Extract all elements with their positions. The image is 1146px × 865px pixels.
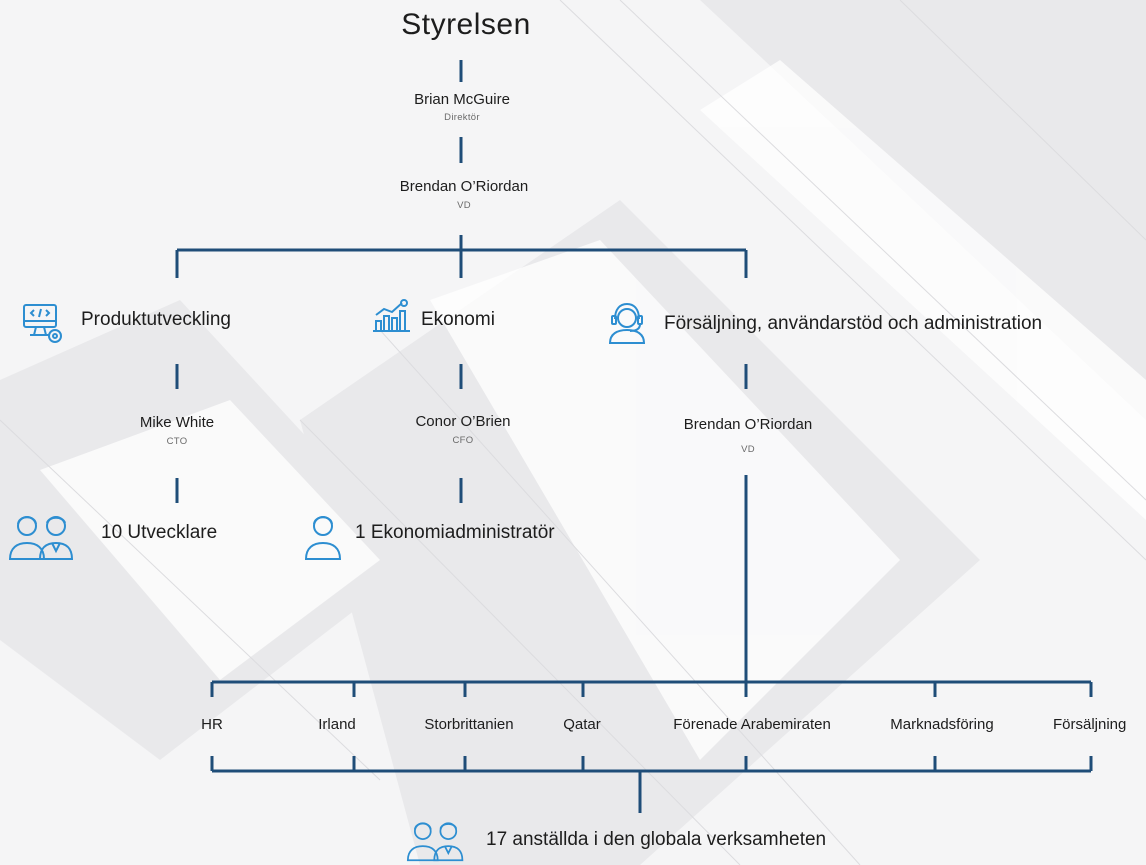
cfo-name: Conor O’Brien — [415, 413, 511, 430]
code-monitor-icon — [23, 304, 62, 343]
developer-count: 10 Utvecklare — [101, 522, 218, 543]
person-icon — [304, 516, 342, 560]
director-name: Brian McGuire — [414, 91, 510, 108]
unit-qatar: Qatar — [563, 716, 601, 733]
ceo-name: Brendan O’Riordan — [399, 178, 529, 195]
two-people-icon — [406, 822, 464, 862]
unit-forenade-arabemiraten: Förenade Arabemiraten — [673, 716, 831, 733]
two-people-icon — [8, 516, 74, 560]
headset-support-icon — [608, 302, 646, 344]
cto-name: Mike White — [139, 414, 215, 431]
department-label-sales: Försäljning, användarstöd och administra… — [664, 313, 1043, 334]
unit-hr: HR — [201, 716, 223, 733]
director-role: Direktör — [444, 112, 480, 123]
unit-marknadsforing: Marknadsföring — [890, 716, 994, 733]
global-staff-count: 17 anställda i den globala verksamheten — [486, 829, 827, 850]
unit-storbrittanien: Storbrittanien — [424, 716, 514, 733]
department-label-finance: Ekonomi — [421, 309, 495, 330]
cto-role: CTO — [166, 436, 188, 447]
board-title: Styrelsen — [401, 8, 531, 41]
unit-irland: Irland — [318, 716, 356, 733]
unit-forsaljning: Försäljning — [1053, 716, 1127, 733]
finance-chart-icon — [373, 299, 410, 332]
cfo-role: CFO — [452, 435, 474, 446]
department-label-product: Produktutveckling — [81, 309, 231, 330]
finance-admin-count: 1 Ekonomiadministratör — [355, 522, 555, 543]
ceo-role: VD — [457, 200, 471, 211]
sales-head-name: Brendan O’Riordan — [683, 416, 813, 433]
sales-head-role: VD — [741, 444, 755, 455]
